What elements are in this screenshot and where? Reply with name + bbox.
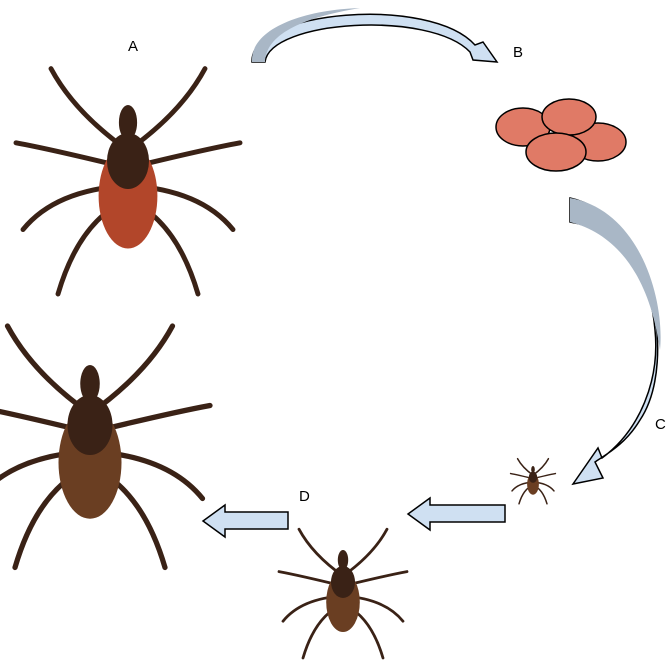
tick-scutum — [331, 566, 355, 598]
tick-head — [531, 466, 535, 473]
larva-tick — [509, 457, 557, 505]
tick-scutum — [67, 395, 113, 455]
label-c: C — [655, 416, 666, 433]
arrow-c-to-d — [406, 496, 506, 532]
tick-head — [80, 365, 100, 403]
adult-female-tick — [13, 66, 243, 297]
arrow-b-to-c-shade — [570, 198, 661, 350]
tick-scutum — [107, 133, 149, 189]
eggs — [495, 98, 627, 172]
tick-head — [337, 550, 349, 570]
tick-head — [118, 105, 138, 140]
label-d: D — [299, 488, 310, 505]
arrow-a-to-b-shade — [251, 8, 360, 62]
nymph-tick — [277, 527, 409, 660]
arrow-d-to-adult — [201, 503, 289, 539]
label-b: B — [513, 44, 524, 61]
tick-scutum — [528, 471, 538, 483]
label-a: A — [128, 38, 139, 55]
adult-tick — [0, 323, 213, 571]
